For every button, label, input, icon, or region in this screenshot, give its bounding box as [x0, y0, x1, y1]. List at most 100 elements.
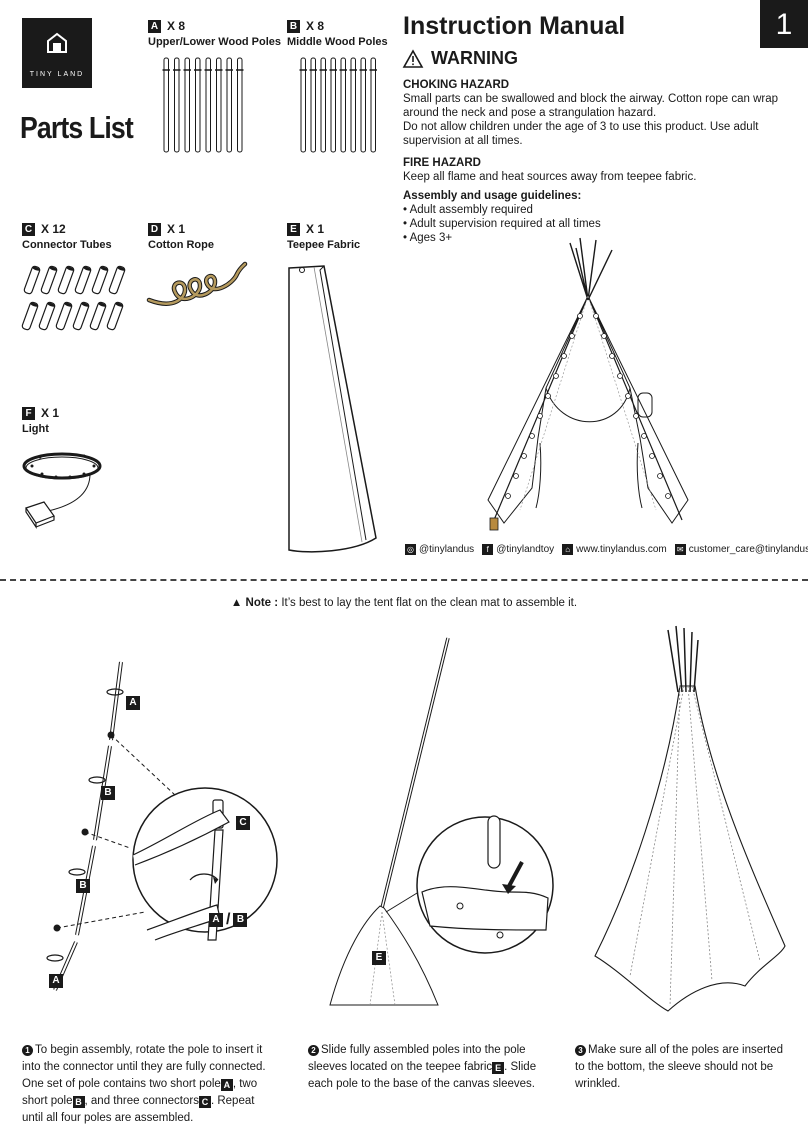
connector-tubes-illustration [21, 265, 126, 331]
connector-tube [38, 301, 56, 331]
label-a-slash-b: A / B [209, 911, 248, 929]
part-letter: C [22, 222, 35, 236]
label-b: B [233, 913, 248, 927]
guideline-item: • Adult supervision required at all time… [403, 218, 601, 230]
wood-pole-a [204, 57, 212, 153]
part-qty: X 8 [167, 19, 186, 33]
step-number: 1 [22, 1045, 33, 1056]
part-name: Connector Tubes [22, 239, 112, 251]
note-warning-icon: ▲ [230, 597, 243, 609]
wood-pole-b [369, 57, 377, 153]
fire-text: Keep all flame and heat sources away fro… [403, 171, 697, 183]
warning-icon [402, 48, 424, 68]
wood-pole-b [359, 57, 367, 153]
connector-tube [106, 301, 124, 331]
part-qty: X 1 [41, 406, 60, 420]
instagram-handle: @tinylandus [419, 544, 475, 555]
wood-pole-b [349, 57, 357, 153]
fire-hazard: FIRE HAZARD Keep all flame and heat sour… [403, 156, 788, 184]
step3-assembled-teepee-diagram [594, 625, 786, 1012]
cotton-rope-illustration [146, 261, 248, 306]
wood-poles-b-illustration [299, 57, 377, 153]
part-qty: X 8 [306, 19, 325, 33]
part-letter: F [22, 406, 35, 420]
part-letter: E [287, 222, 300, 236]
part-f: F X 1 Light [22, 406, 59, 435]
label-a: A [209, 913, 223, 927]
wood-pole-a [225, 57, 233, 153]
step1-text-4: . Repeat until all four poles are assemb… [22, 1095, 255, 1124]
instagram-icon: ◎ [405, 544, 416, 555]
connector-tube [23, 265, 41, 295]
step-number: 3 [575, 1045, 586, 1056]
wood-pole-b [299, 57, 307, 153]
label-a-top: A [126, 696, 140, 710]
social-links: ◎@tinylandus f@tinylandtoy ⌂www.tinyland… [405, 544, 808, 555]
part-qty: X 1 [167, 222, 186, 236]
step1-text-2: , two short pole [22, 1078, 258, 1107]
website-link[interactable]: ⌂www.tinylandus.com [562, 544, 667, 555]
part-name: Middle Wood Poles [287, 36, 388, 48]
facebook-link[interactable]: f@tinylandtoy [482, 544, 554, 555]
connector-tube [72, 301, 90, 331]
email-link[interactable]: ✉customer_care@tinylandus.com [674, 544, 808, 555]
guideline-item: • Adult assembly required [403, 204, 533, 216]
cut-line-divider [0, 579, 808, 581]
email-address: customer_care@tinylandus.com [688, 544, 808, 555]
part-qty: X 1 [306, 222, 325, 236]
wood-pole-b [339, 57, 347, 153]
fire-title: FIRE HAZARD [403, 157, 481, 169]
step1-text-1: To begin assembly, rotate the pole to in… [22, 1044, 266, 1090]
envelope-icon: ✉ [674, 544, 686, 555]
wood-pole-a [183, 57, 191, 153]
step1-pole-assembly-diagram [46, 661, 278, 991]
facebook-handle: @tinylandtoy [496, 544, 555, 555]
step1-label-a: A [220, 1079, 233, 1091]
manual-title: Instruction Manual [403, 12, 626, 40]
label-c: C [236, 816, 250, 830]
wood-pole-b [319, 57, 327, 153]
step2-label-e: E [492, 1062, 505, 1074]
facebook-icon: f [482, 544, 494, 555]
step1-label-c: C [198, 1096, 211, 1108]
step1-label-b: B [72, 1096, 85, 1108]
choking-text-1: Small parts can be swallowed and block t… [403, 93, 779, 119]
choking-text-2: Do not allow children under the age of 3… [403, 121, 759, 147]
label-a-bottom: A [49, 974, 63, 988]
label-slash: / [226, 911, 231, 928]
instagram-link[interactable]: ◎@tinylandus [405, 544, 474, 555]
website-url: www.tinylandus.com [576, 544, 667, 555]
part-name: Light [22, 423, 49, 435]
part-name: Upper/Lower Wood Poles [148, 36, 282, 48]
teepee-with-lights-illustration [487, 237, 689, 531]
light-strip-illustration [22, 452, 102, 529]
wood-pole-a [173, 57, 181, 153]
house-icon [47, 32, 67, 53]
connector-tube [40, 265, 58, 295]
part-letter: D [148, 222, 161, 236]
parts-list-title: Parts List [20, 110, 134, 145]
wood-pole-a [215, 57, 223, 153]
wood-pole-b [329, 57, 337, 153]
wood-pole-a [236, 57, 244, 153]
step-number: 2 [308, 1045, 319, 1056]
part-d: D X 1 Cotton Rope [148, 222, 214, 251]
step2-text-2: . Slide each pole to the base of the can… [308, 1061, 537, 1090]
step2-sleeve-insertion-diagram [329, 637, 554, 1006]
choking-title: CHOKING HAZARD [403, 79, 510, 91]
guidelines: Assembly and usage guidelines: • Adult a… [403, 189, 788, 245]
label-b-lower: B [76, 879, 90, 893]
connector-tube [57, 265, 75, 295]
guideline-item: • Ages 3+ [403, 232, 453, 244]
part-name: Cotton Rope [148, 239, 214, 251]
connector-tube [21, 301, 39, 331]
note-text: It’s best to lay the tent flat on the cl… [281, 597, 578, 609]
connector-tube [91, 265, 109, 295]
